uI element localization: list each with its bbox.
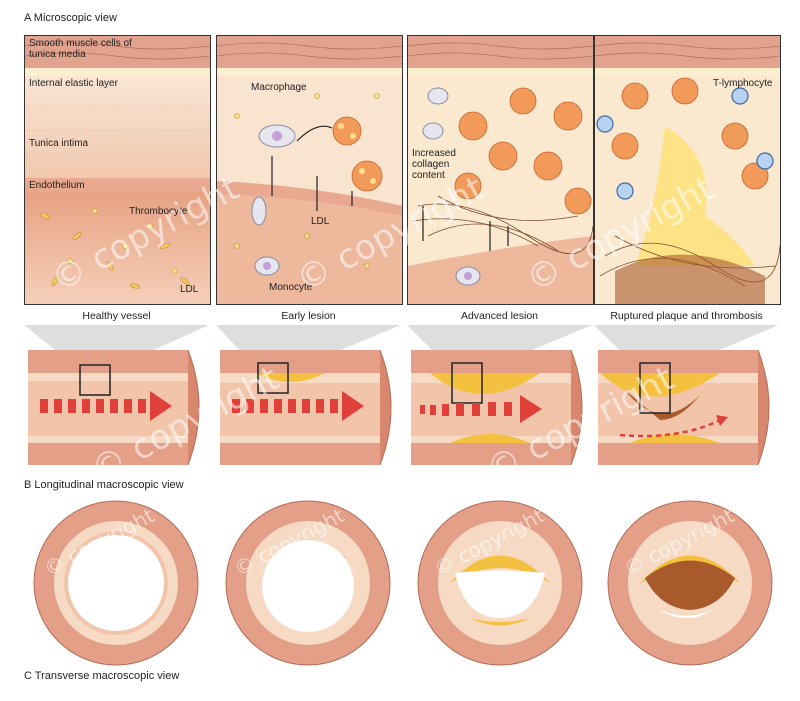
panel-advanced-lesion: Increased collagen content bbox=[407, 35, 594, 305]
endothelium-label: Endothelium bbox=[29, 180, 85, 191]
stage-label-early: Early lesion bbox=[281, 310, 336, 322]
longitudinal-healthy bbox=[28, 349, 200, 466]
section-c-label: C Transverse macroscopic view bbox=[24, 670, 180, 682]
monocyte-label: Monocyte bbox=[269, 282, 313, 293]
thrombocyte-label: Thrombocyte bbox=[129, 206, 188, 217]
t-lymphocyte-label: T-lymphocyte bbox=[713, 78, 773, 89]
transverse-healthy bbox=[33, 500, 199, 666]
ldl-label-early: LDL bbox=[311, 216, 330, 227]
transverse-ruptured bbox=[607, 500, 773, 666]
internal-elastic-layer-label: Internal elastic layer bbox=[29, 78, 118, 89]
advanced-lesion-illustration bbox=[408, 36, 593, 304]
early-lesion-illustration bbox=[217, 36, 402, 304]
collagen-label: Increased collagen content bbox=[412, 148, 456, 181]
panel-healthy-vessel: Smooth muscle cells of tunica media Inte… bbox=[24, 35, 211, 305]
transverse-early bbox=[225, 500, 391, 666]
panel-ruptured-plaque: T-lymphocyte bbox=[594, 35, 781, 305]
ldl-label: LDL bbox=[180, 284, 199, 295]
longitudinal-ruptured bbox=[598, 349, 770, 466]
ruptured-plaque-illustration bbox=[595, 36, 780, 304]
transverse-advanced bbox=[417, 500, 583, 666]
stage-label-ruptured: Ruptured plaque and thrombosis bbox=[610, 310, 763, 322]
section-b-label: B Longitudinal macroscopic view bbox=[24, 479, 184, 491]
macrophage-label: Macrophage bbox=[251, 82, 307, 93]
tunica-intima-label: Tunica intima bbox=[29, 138, 89, 149]
panel-early-lesion: Macrophage LDL Monocyte bbox=[216, 35, 403, 305]
transverse-views bbox=[33, 500, 773, 666]
healthy-vessel-illustration bbox=[25, 36, 210, 304]
longitudinal-advanced bbox=[411, 349, 583, 466]
longitudinal-early bbox=[220, 349, 392, 466]
smooth-muscle-label: Smooth muscle cells of tunica media bbox=[29, 38, 132, 60]
longitudinal-views bbox=[24, 325, 779, 466]
section-a-label: A Microscopic view bbox=[24, 12, 117, 24]
stage-label-advanced: Advanced lesion bbox=[460, 310, 539, 322]
stage-label-healthy: Healthy vessel bbox=[82, 310, 151, 322]
